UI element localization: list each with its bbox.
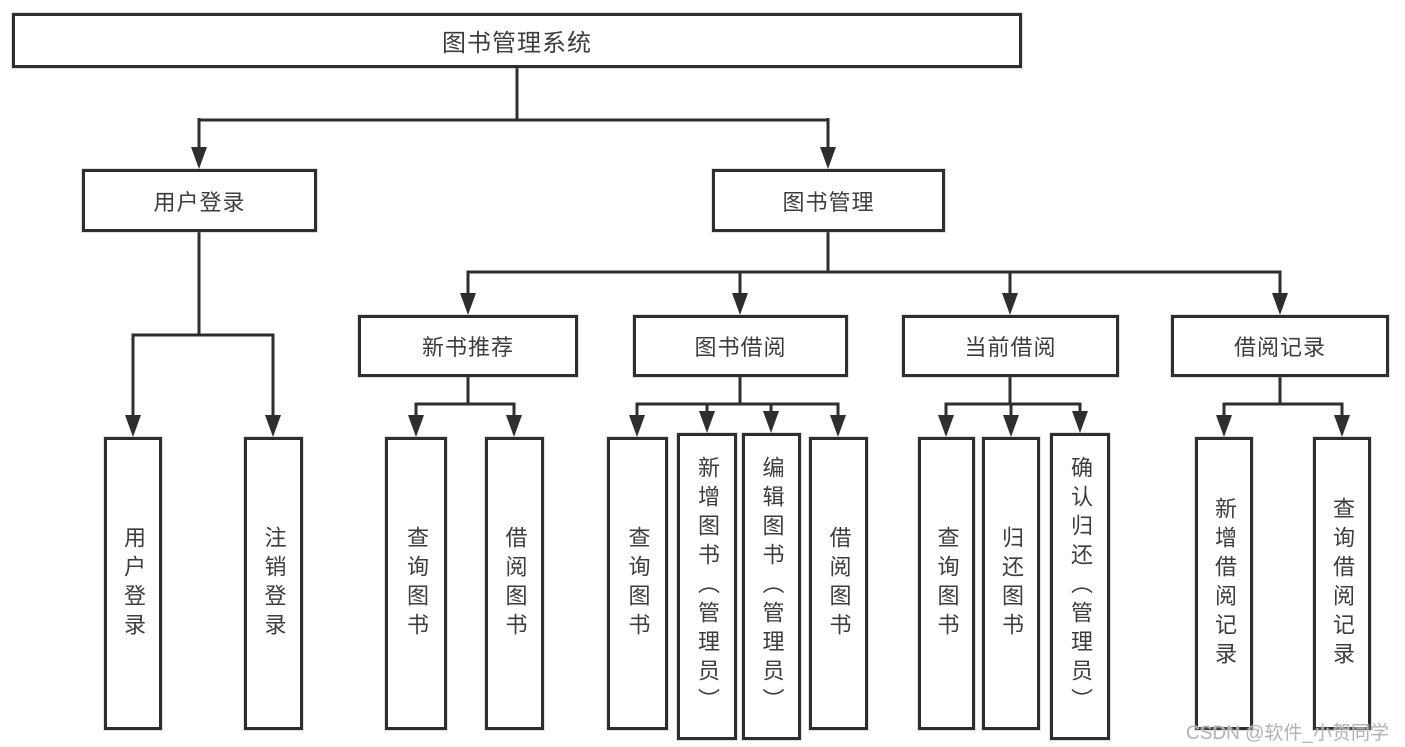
leaf-borrow-book: 借阅图书: [809, 437, 868, 730]
node-label: 确认归还（管理员）: [1068, 456, 1093, 717]
arrowhead-down-icon: [763, 411, 779, 433]
node-label: 图书借阅: [694, 335, 787, 360]
node-label: 注销登录: [261, 525, 287, 642]
node-user-login: 用户登录: [82, 169, 317, 232]
leaf-query-borrow-record: 查询借阅记录: [1313, 437, 1371, 730]
leaf-return-book: 归还图书: [982, 437, 1040, 730]
arrowhead-down-icon: [1272, 293, 1288, 315]
leaf-query-book-current: 查询图书: [918, 437, 975, 730]
arrowhead-down-icon: [830, 415, 846, 437]
connector-line: [1222, 375, 1344, 419]
arrowhead-down-icon: [265, 415, 281, 437]
node-book-borrow: 图书借阅: [633, 315, 848, 377]
node-label: 新书推荐: [421, 335, 514, 360]
connector-line: [944, 375, 1082, 419]
arrowhead-down-icon: [820, 147, 836, 169]
watermark: CSDN @软件_小贺同学: [1186, 723, 1389, 744]
connector-line: [635, 375, 840, 419]
leaf-logout: 注销登录: [244, 437, 303, 730]
node-library-management-system: 图书管理系统: [12, 13, 1022, 68]
node-new-book-recommend: 新书推荐: [358, 315, 578, 377]
node-label: 查询借阅记录: [1330, 496, 1355, 671]
leaf-confirm-return-admin: 确认归还（管理员）: [1050, 433, 1110, 740]
arrowhead-down-icon: [1216, 415, 1232, 437]
connector-line: [466, 230, 1282, 297]
node-label: 图书管理系统: [442, 30, 592, 57]
node-borrow-record: 借阅记录: [1171, 315, 1389, 377]
node-label: 图书管理: [782, 189, 875, 215]
node-book-management: 图书管理: [712, 169, 945, 232]
arrowhead-down-icon: [732, 293, 748, 315]
arrowhead-down-icon: [699, 411, 715, 433]
arrowhead-down-icon: [1072, 411, 1088, 433]
node-label: 归还图书: [999, 525, 1024, 642]
node-label: 借阅记录: [1233, 335, 1326, 360]
arrowhead-down-icon: [938, 415, 954, 437]
node-label: 当前借阅: [964, 335, 1057, 360]
connector-line: [197, 66, 830, 151]
leaf-borrow-book-recommend: 借阅图书: [485, 437, 544, 730]
connector-line: [414, 375, 516, 419]
node-label: 新增图书（管理员）: [695, 456, 720, 717]
connector-line: [131, 230, 275, 418]
node-label: 借阅图书: [502, 525, 528, 642]
leaf-edit-book-admin: 编辑图书（管理员）: [742, 433, 801, 740]
node-label: 用户登录: [153, 189, 246, 215]
node-label: 编辑图书（管理员）: [759, 456, 785, 717]
arrowhead-down-icon: [460, 293, 476, 315]
node-current-borrow: 当前借阅: [902, 315, 1119, 377]
leaf-user-login: 用户登录: [104, 437, 162, 730]
arrowhead-down-icon: [1002, 293, 1018, 315]
node-label: 查询图书: [404, 525, 429, 642]
arrowhead-down-icon: [408, 415, 424, 437]
node-label: 用户登录: [121, 525, 146, 642]
arrowhead-down-icon: [629, 415, 645, 437]
node-label: 查询图书: [934, 525, 960, 642]
leaf-add-borrow-record: 新增借阅记录: [1195, 437, 1253, 730]
arrowhead-down-icon: [191, 147, 207, 169]
leaf-query-book-recommend: 查询图书: [385, 437, 447, 730]
arrowhead-down-icon: [1334, 415, 1350, 437]
arrowhead-down-icon: [1003, 415, 1019, 437]
arrowhead-down-icon: [506, 415, 522, 437]
leaf-query-book-borrow: 查询图书: [607, 437, 668, 730]
node-label: 借阅图书: [826, 525, 852, 642]
leaf-add-book-admin: 新增图书（管理员）: [677, 433, 737, 740]
node-label: 查询图书: [625, 525, 651, 642]
node-label: 新增借阅记录: [1212, 496, 1237, 671]
arrowhead-down-icon: [125, 415, 141, 437]
